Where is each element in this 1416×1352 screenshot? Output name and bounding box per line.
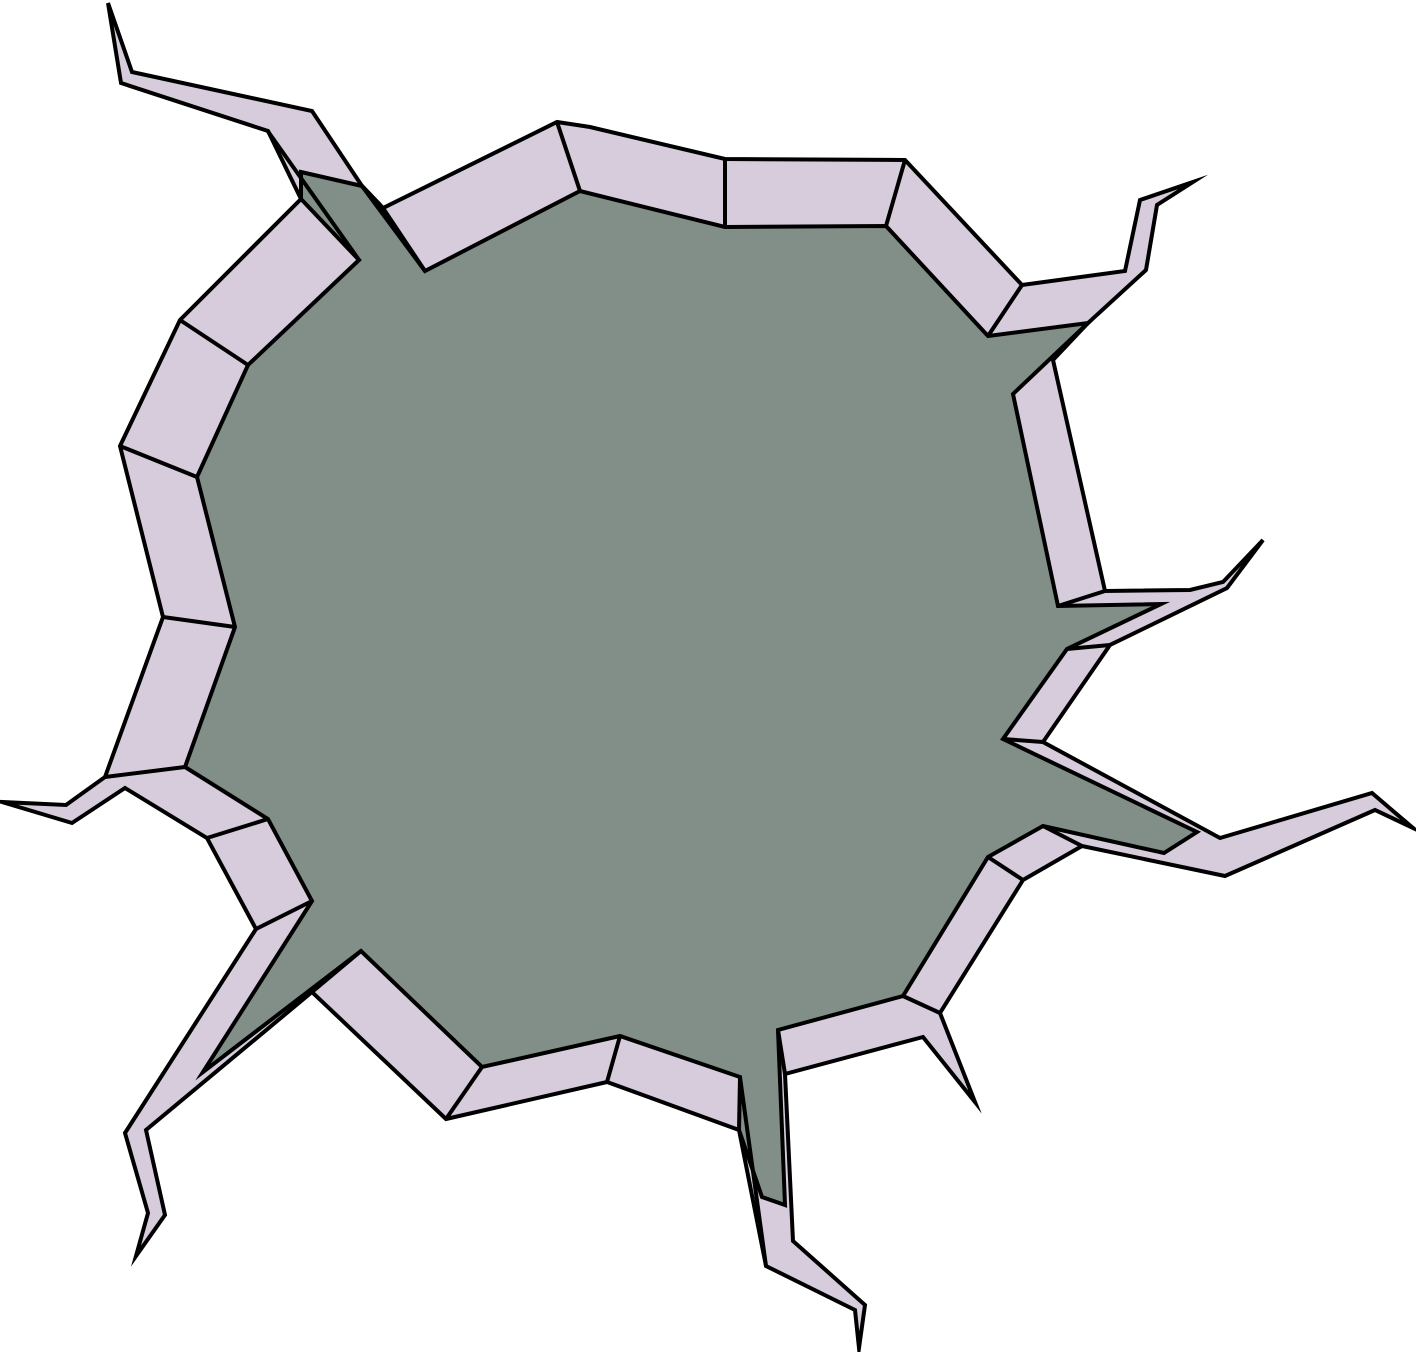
facet-line (119, 444, 198, 479)
facet-line (265, 128, 361, 262)
facet-line (605, 1035, 622, 1083)
facet-line (1042, 824, 1083, 848)
rim-facet-lines (104, 121, 1111, 1267)
facet-line (360, 184, 427, 273)
facet-line (1066, 643, 1111, 651)
facet-line (1002, 737, 1044, 744)
facet-line (178, 318, 250, 367)
facet-line (555, 121, 582, 192)
facet-line (738, 1076, 768, 1267)
facet-line (104, 765, 186, 779)
facet-line (255, 899, 313, 931)
facet-line (986, 283, 1024, 338)
facet-line (206, 817, 269, 840)
facet-line (776, 1029, 787, 1075)
facet-line (1057, 589, 1106, 608)
facet-line (444, 1065, 484, 1121)
facet-line (884, 159, 907, 227)
facet-line (310, 949, 363, 994)
facet-line (986, 855, 1025, 882)
facet-line (162, 615, 236, 629)
facet-line (902, 994, 941, 1015)
